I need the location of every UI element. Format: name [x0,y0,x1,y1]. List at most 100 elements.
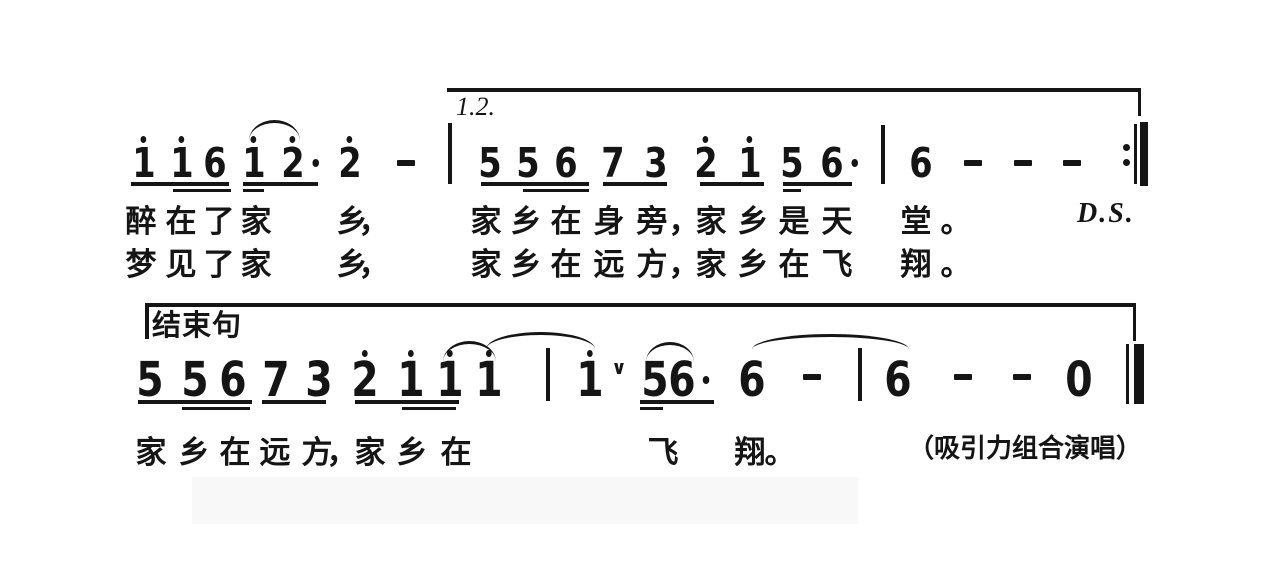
note-digit: 0 [1065,352,1093,408]
ending-bracket-left-tick [145,303,149,339]
lyric-char: 。 [940,247,972,282]
lyric-char: 在 [165,204,197,239]
volta-label: 1.2. [456,92,495,121]
lyric-char: 乡 [336,247,368,282]
note-digit: 6 [820,143,858,184]
lyric-char: ， [668,247,700,282]
duration-dash [803,374,821,380]
beam-line [173,189,231,192]
lyric-char: 了 [203,204,235,239]
octave-dot [407,350,414,357]
note-digit: 1 [475,350,503,408]
lyric-char: 在 [219,435,251,470]
barline [546,348,550,401]
beam-line [783,189,801,192]
octave-dot [485,350,492,357]
lyric-char: 家 [695,204,727,239]
barline [858,348,862,401]
lyric-char: 身 [593,204,625,239]
note-digit: 1 [170,136,194,184]
lyric-char: 家 [354,435,386,470]
note-digit: 5 [641,352,669,408]
lyric-char: 在 [550,247,582,282]
note-digit: 6 [668,356,710,404]
lyric-char: 了 [203,247,235,282]
watermark-band [192,477,858,524]
note-digit: 1 [397,350,425,408]
note-digit: 6 [909,139,933,187]
beam-line [603,182,667,186]
note-digit: 6 [884,352,912,408]
note-digit: 6 [738,352,766,408]
octave-dot [702,136,709,143]
octave-dot [446,350,453,357]
final-thick-bar [1134,344,1144,404]
note-digit: 2 [694,136,718,184]
slur [486,332,595,351]
beam-line [402,407,456,410]
slur [443,341,496,364]
note-digit: 5 [181,352,209,408]
lyric-char: 旁 [636,204,668,239]
ending-bracket-line [145,303,1136,307]
note-digit: 3 [644,139,668,187]
beam-line [640,400,714,404]
duration-dash [1063,160,1081,166]
slur [646,342,694,364]
lyric-char: 家 [135,435,167,470]
lyric-char: 见 [165,247,197,282]
repeat-thin-bar [1134,124,1137,184]
lyric-char: 家 [240,247,272,282]
beam-line [523,189,589,192]
lyric-char: 远 [593,247,625,282]
note-digit: 3 [305,352,333,408]
volta-bracket-end-tick [1138,88,1141,116]
duration-dash [1014,160,1032,166]
note-digit: 1 [242,136,266,184]
beam-line [243,182,318,186]
beam-line [783,182,852,186]
lyric-char: 乡 [510,204,542,239]
octave-dot [361,350,368,357]
beam-line [481,182,589,186]
note-digit: 7 [601,139,625,187]
ending-section-label: 结束句 [152,310,243,342]
note-digit: 6 [203,139,227,187]
beam-line [262,400,326,404]
lyric-char: 翔 [734,435,766,470]
lyric-char: 乡 [336,204,368,239]
lyric-char: 堂 [900,204,932,239]
lyric-char: 家 [695,247,727,282]
lyric-char: 天 [821,204,853,239]
note-digit: 1 [738,136,762,184]
lyric-char: 家 [470,204,502,239]
lyric-char: 在 [550,204,582,239]
dal-segno-marking: D.S. [1077,198,1135,229]
repeat-thick-bar [1140,122,1148,186]
slur [249,120,300,143]
beam-line [182,407,250,410]
lyric-char: 乡 [396,435,428,470]
beam-line [640,407,663,410]
octave-dot [346,136,353,143]
duration-dash [1013,374,1031,380]
octave-dot [140,136,147,143]
beam-line [131,182,229,186]
duration-dash [954,374,972,380]
lyric-char: 在 [440,435,472,470]
note-digit: 5 [478,139,502,187]
lyric-char: 醉 [125,204,157,239]
repeat-dot [1123,159,1130,166]
beam-line [138,400,252,404]
lyric-char: 。 [764,435,796,470]
lyric-char: 方 [636,247,668,282]
lyric-char: 飞 [647,435,679,470]
note-digit: 5 [136,352,164,408]
augmentation-dot [703,376,710,384]
octave-dot [289,136,296,143]
lyric-char: 乡 [737,247,769,282]
